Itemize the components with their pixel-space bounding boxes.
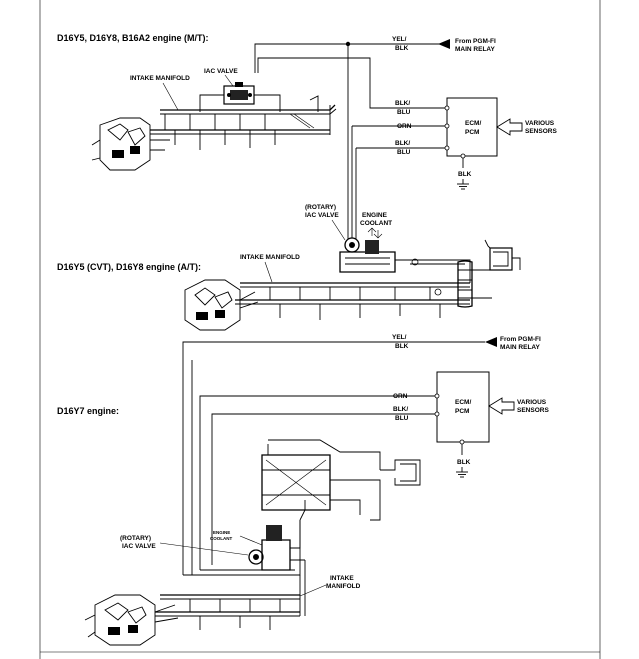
rotary-label-1a: (ROTARY) <box>305 204 336 211</box>
pgm-fi-label-2a: From PGM-FI <box>500 336 541 343</box>
intake-manifold-label-2: INTAKE MANIFOLD <box>240 254 300 261</box>
yel-blk-power-line-2 <box>182 337 497 575</box>
wire-label-blk-2: BLK <box>395 343 409 350</box>
wire-label-orn-1: ORN <box>397 123 412 130</box>
sensor-arrow-1 <box>496 118 523 136</box>
throttle-body-at <box>457 239 521 308</box>
rotary-iac-valve-at <box>339 237 396 273</box>
sensor-arrow-2 <box>488 397 515 415</box>
wire-label-yel-1: YEL/ <box>392 36 407 43</box>
ground-symbol-2 <box>456 467 468 478</box>
rotary-label-2a: (ROTARY) <box>120 535 151 542</box>
sensors-label-2a: VARIOUS <box>517 399 547 406</box>
section-title-mt: D16Y5, D16Y8, B16A2 engine (M/T): <box>57 33 209 43</box>
intake-manifold-d16y7 <box>155 520 306 630</box>
iac-valve-mt <box>223 82 255 105</box>
wire-label-yel-2: YEL/ <box>392 334 407 341</box>
sensors-label-1b: SENSORS <box>525 128 557 135</box>
wire-label-blk-blu-2b: BLU <box>397 149 411 156</box>
ecm-pcm-box-1 <box>446 97 498 157</box>
iac-valve-label: IAC VALVE <box>204 68 238 75</box>
ecm-pcm-label-2a: ECM/ <box>455 399 471 406</box>
intake-manifold-at <box>235 258 471 320</box>
yel-blk-power-line-1 <box>254 39 450 250</box>
ecm-pcm-label-1a: ECM/ <box>465 120 481 127</box>
engine-block-mt <box>91 117 170 171</box>
wire-label-blk-blu-1a: BLK/ <box>395 100 410 107</box>
ecm-pcm-label-1b: PCM <box>465 129 479 136</box>
sensors-label-2b: SENSORS <box>517 407 549 414</box>
coolant-label-1a: ENGINE <box>362 212 388 219</box>
ground-label-blk-2: BLK <box>457 459 471 466</box>
coolant-label-1b: COOLANT <box>360 220 392 227</box>
pgm-fi-label-2b: MAIN RELAY <box>500 344 541 351</box>
iac-to-ecm-wires-1 <box>257 57 447 250</box>
coolant-label-2b: COOLANT <box>210 536 232 541</box>
wire-label-blk-1: BLK <box>395 45 409 52</box>
section-title-at: D16Y5 (CVT), D16Y8 engine (A/T): <box>57 262 201 272</box>
wire-label-blk-blu-3a: BLK/ <box>393 406 408 413</box>
iac-to-ecm-wires-2 <box>191 360 437 575</box>
wire-label-blk-blu-2a: BLK/ <box>395 140 410 147</box>
section-title-d16y7: D16Y7 engine: <box>57 406 119 416</box>
ground-symbol-1 <box>457 179 469 190</box>
ecm-pcm-box-2 <box>436 371 490 443</box>
intake-manifold-label-3a: INTAKE <box>330 575 354 582</box>
sensors-label-1a: VARIOUS <box>525 120 555 127</box>
rotary-iac-valve-d16y7 <box>248 500 306 571</box>
intake-manifold-label-1: INTAKE MANIFOLD <box>130 75 190 82</box>
wire-label-blk-blu-1b: BLU <box>397 109 411 116</box>
engine-block-d16y7 <box>84 594 179 646</box>
intake-manifold-mt <box>150 94 337 150</box>
pgm-fi-label-1a: From PGM-FI <box>455 38 496 45</box>
intake-manifold-label-3b: MANIFOLD <box>326 583 361 590</box>
rotary-label-1b: IAC VALVE <box>305 212 339 219</box>
air-intake-d16y7 <box>261 439 421 521</box>
pgm-fi-label-1b: MAIN RELAY <box>455 46 496 53</box>
rotary-label-2b: IAC VALVE <box>122 543 156 550</box>
engine-block-at <box>184 279 259 331</box>
coolant-label-2a: ENGINE <box>213 530 230 535</box>
ground-label-blk-1: BLK <box>458 171 472 178</box>
wire-label-blk-blu-3b: BLU <box>395 415 409 422</box>
wire-label-orn-2: ORN <box>393 393 408 400</box>
ecm-pcm-label-2b: PCM <box>455 408 469 415</box>
